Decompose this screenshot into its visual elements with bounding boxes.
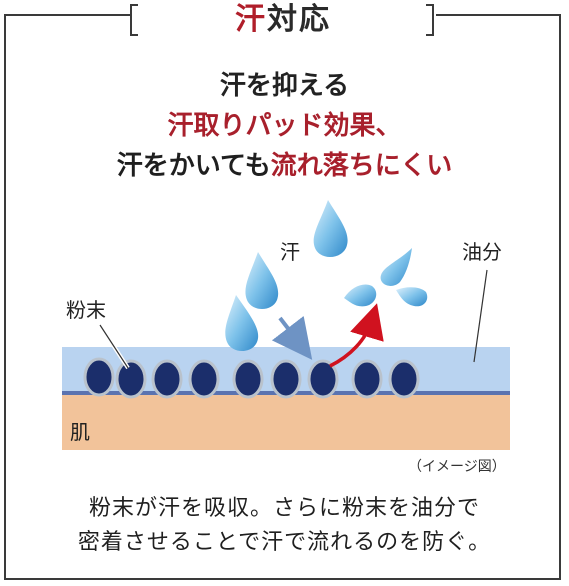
sweat-drop: [245, 252, 279, 309]
heading-mask: [130, 2, 436, 32]
description-line-2: 密着させることで汗で流れるのを防ぐ。: [77, 530, 492, 555]
label-powder: 粉末: [66, 298, 106, 322]
label-sweat: 汗: [280, 240, 300, 264]
image-caption: （イメージ図）: [408, 459, 506, 475]
description-line-1: 粉末が汗を吸収。さらに粉末を油分で: [88, 496, 480, 521]
absorption-diagram: [62, 200, 510, 450]
lead-line-3-plain: 汗をかいても: [116, 151, 271, 181]
powder-particle: [151, 359, 183, 399]
lead-line-3-red: 流れ落ちにくい: [270, 151, 453, 181]
left-bracket: [130, 4, 138, 36]
sweat-drop: [380, 248, 412, 286]
sweat-drop: [225, 295, 259, 351]
label-oil: 油分: [462, 240, 502, 264]
powder-particle: [83, 357, 115, 397]
powder-pointer-dark: [99, 324, 129, 369]
sweat-drops: [225, 200, 428, 351]
oil-pointer: [473, 269, 488, 363]
powder-particles: [83, 357, 420, 399]
skin-layer: [62, 395, 510, 450]
heading-accent: 汗: [235, 2, 267, 37]
right-bracket: [426, 4, 434, 36]
powder-particle: [188, 359, 220, 399]
sweat-drop: [396, 287, 428, 307]
lead-line-3: 汗をかいても流れ落ちにくい: [0, 146, 569, 186]
heading-rest: 対応: [267, 2, 331, 37]
lead-line-1: 汗を抑える: [219, 71, 350, 101]
sweat-drop: [344, 284, 377, 307]
label-skin: 肌: [70, 420, 90, 444]
lead-line-2: 汗取りパッド効果、: [167, 111, 402, 141]
powder-particle: [351, 359, 383, 399]
powder-particle: [307, 359, 339, 399]
section-heading: 汗対応: [140, 2, 426, 38]
powder-particle: [388, 359, 420, 399]
repel-arrow: [329, 303, 384, 368]
powder-particle: [232, 359, 264, 399]
powder-particle: [115, 359, 147, 399]
sweat-drop: [313, 200, 348, 257]
powder-particle: [270, 359, 302, 399]
absorb-arrow: [271, 315, 313, 360]
